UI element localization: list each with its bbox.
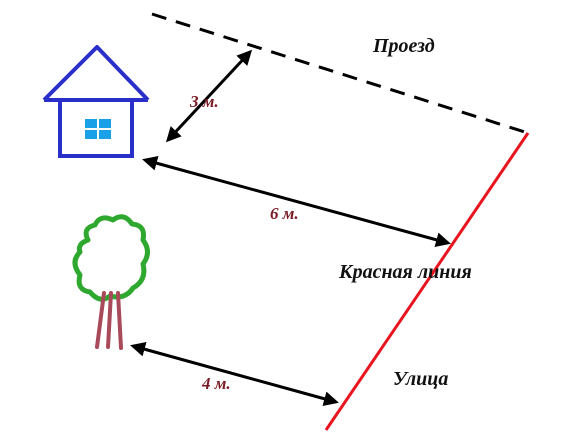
arrow-3m (165, 49, 253, 143)
distance-label-4m: 4 м. (201, 374, 231, 393)
label-krasnaya-liniya: Красная линия (338, 261, 472, 283)
arrow-4m (130, 341, 339, 407)
arrow-6m (142, 155, 451, 248)
house-icon (42, 45, 150, 158)
label-proezd: Проезд (372, 35, 435, 57)
distance-label-3m: 3 м. (189, 92, 219, 111)
distance-label-6m: 6 м. (270, 204, 299, 223)
window-icon (85, 119, 111, 139)
red-line (324, 132, 530, 431)
label-ulitsa: Улица (393, 368, 448, 390)
proezd-boundary-line (151, 12, 529, 135)
tree-icon (72, 214, 150, 350)
